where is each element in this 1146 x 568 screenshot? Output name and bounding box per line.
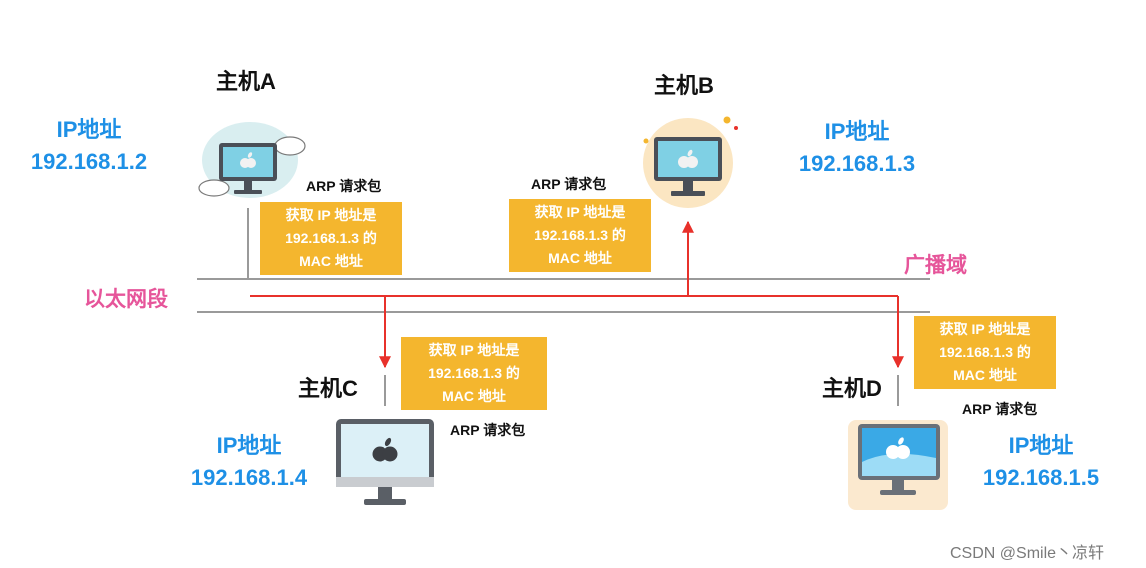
host-c-computer-icon [336,419,434,505]
host-a-ip: IP地址 192.168.1.2 [18,114,160,178]
host-c-arp-label: ARP 请求包 [450,422,526,438]
host-a-computer-icon [198,122,306,198]
apple-logo-icon [678,149,698,168]
host-b-ip-address: 192.168.1.3 [798,151,916,176]
box-line: MAC 地址 [299,253,363,269]
box-line: MAC 地址 [953,367,1017,383]
host-b-arp-box: 获取 IP 地址是 192.168.1.3 的 MAC 地址 [509,199,651,272]
box-line: 获取 IP 地址是 [534,204,626,220]
host-c-arp-box: 获取 IP 地址是 192.168.1.3 的 MAC 地址 [401,337,547,410]
host-a-ip-address: 192.168.1.2 [30,149,148,174]
box-line: 获取 IP 地址是 [428,342,520,358]
host-a-arp-box: 获取 IP 地址是 192.168.1.3 的 MAC 地址 [260,202,402,275]
box-line: 192.168.1.3 的 [428,365,520,381]
box-line: 获取 IP 地址是 [939,321,1031,337]
apple-logo-icon [240,152,256,168]
host-d-arp-label: ARP 请求包 [962,401,1038,417]
broadcast-domain-label: 广播域 [904,254,967,277]
host-b-computer-icon [643,116,738,208]
host-a-name: 主机A [216,69,276,94]
host-b-name: 主机B [654,73,714,98]
host-b-ip-label: IP地址 [824,119,890,144]
host-c-ip-address: 192.168.1.4 [190,465,308,490]
host-b-ip: IP地址 192.168.1.3 [786,116,928,180]
box-line: MAC 地址 [442,388,506,404]
host-c-name: 主机C [298,376,358,401]
host-d-ip: IP地址 192.168.1.5 [970,430,1112,494]
box-line: 192.168.1.3 的 [285,230,377,246]
host-a-arp-label: ARP 请求包 [306,178,382,194]
watermark: CSDN @Smile丶凉轩 [950,545,1105,562]
segment-label: 以太网段 [84,288,168,311]
host-b-arp-label: ARP 请求包 [531,176,607,192]
box-line: MAC 地址 [548,250,612,266]
box-line: 192.168.1.3 的 [939,344,1031,360]
host-d-arp-box: 获取 IP 地址是 192.168.1.3 的 MAC 地址 [914,316,1056,389]
host-d-name: 主机D [822,376,882,401]
apple-logo-icon [886,437,910,459]
host-c-ip: IP地址 192.168.1.4 [178,430,320,494]
host-d-ip-address: 192.168.1.5 [982,465,1100,490]
host-d-ip-label: IP地址 [1008,433,1074,458]
host-d-computer-icon [848,420,948,510]
apple-logo-icon [372,437,398,462]
host-c-ip-label: IP地址 [216,433,282,458]
box-line: 获取 IP 地址是 [285,207,377,223]
host-a-ip-label: IP地址 [56,117,122,142]
box-line: 192.168.1.3 的 [534,227,626,243]
